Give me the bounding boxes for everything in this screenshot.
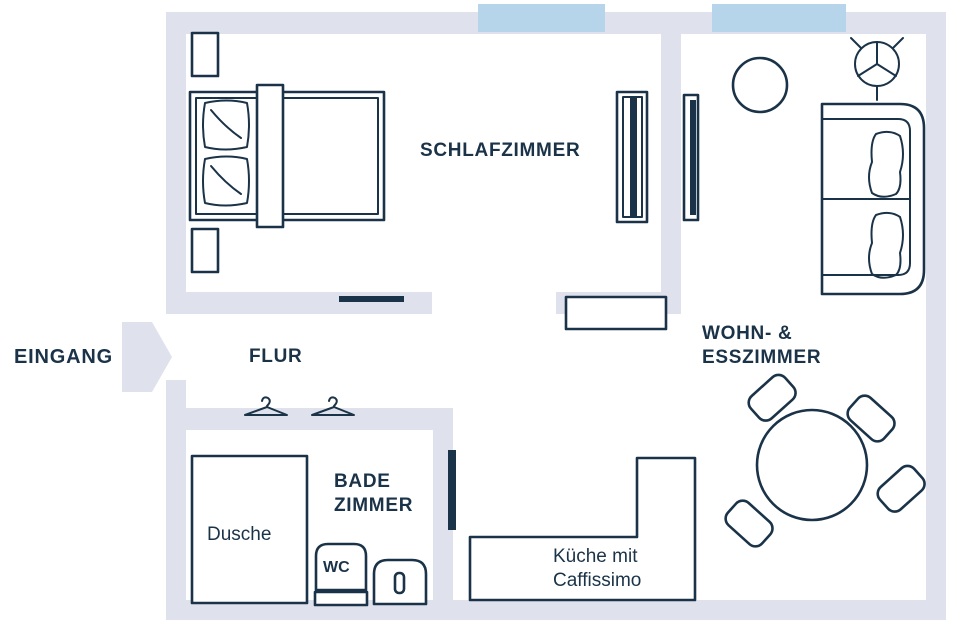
washbasin-faucet xyxy=(393,571,406,595)
bed-mattress xyxy=(195,97,379,215)
threshold-icon xyxy=(339,296,404,302)
nightstand-icon-top xyxy=(190,31,220,78)
coat-hanger-2-hook xyxy=(328,396,338,407)
wall-left-upper xyxy=(166,12,186,314)
fixture-label-shower: Dusche xyxy=(207,524,271,545)
round-dining-table-icon xyxy=(755,408,869,522)
nightstand-icon-bottom xyxy=(190,227,220,274)
washbasin-icon xyxy=(372,558,428,606)
chair-icon-top-right xyxy=(846,394,896,443)
bed-pillow-top xyxy=(202,99,250,151)
coat-hanger-icon-1 xyxy=(244,396,288,416)
shower-icon xyxy=(190,454,309,605)
window-bedroom xyxy=(478,4,605,32)
coat-hanger-1-bar xyxy=(244,406,288,416)
wall-hallway-south-left xyxy=(166,408,443,430)
door-panel-icon xyxy=(448,450,456,530)
floor-lamp-spokes xyxy=(857,41,897,77)
bed-pillow-top-crease xyxy=(210,109,242,139)
room-label-bathroom-line1: BADE xyxy=(334,471,391,492)
floor-lamp-rays xyxy=(850,37,904,101)
entrance-arrow-icon xyxy=(122,322,172,392)
wall-right xyxy=(926,12,946,620)
round-side-table-icon xyxy=(731,56,789,114)
room-label-hallway: FLUR xyxy=(249,346,302,367)
wardrobe-right-door xyxy=(690,100,696,215)
sofa-cushion-bottom xyxy=(868,211,904,279)
chair-icon-bottom-right xyxy=(876,464,926,513)
chair-icon-top-left xyxy=(747,373,797,422)
bed-pillow-bottom xyxy=(202,155,250,207)
toilet-bowl xyxy=(314,542,368,592)
bed-pillow-bottom-crease xyxy=(210,165,242,195)
kitchen-counter-icon xyxy=(468,456,697,602)
wall-bathroom-east-lower xyxy=(433,533,453,620)
wardrobe-left-inner xyxy=(622,96,643,218)
entrance-label: EINGANG xyxy=(14,346,113,368)
chair-icon-bottom-left xyxy=(724,499,774,548)
window-livingdining xyxy=(712,4,846,32)
coat-hanger-icon-2 xyxy=(311,396,355,416)
coat-hanger-1-hook xyxy=(261,396,271,407)
sofa-seat-outline xyxy=(821,118,911,276)
sideboard-icon xyxy=(564,295,668,331)
fixture-label-kitchen-line1: Küche mit xyxy=(553,546,638,567)
bed-icon xyxy=(188,83,386,229)
sofa-cushion-top xyxy=(868,130,904,198)
room-label-livingdining-line1: WOHN- & xyxy=(702,323,792,344)
fixture-label-toilet: WC xyxy=(323,559,350,576)
floor-lamp-icon xyxy=(850,37,904,101)
wall-bedroom-living-divider xyxy=(661,12,681,312)
bed-blanket-fold xyxy=(255,83,285,229)
windows-group xyxy=(478,4,846,32)
room-label-bathroom-line2: ZIMMER xyxy=(334,495,413,516)
wardrobe-icon-right xyxy=(682,93,700,222)
room-label-livingdining-line2: ESSZIMMER xyxy=(702,347,821,368)
toilet-cistern xyxy=(313,590,369,607)
toilet-icon xyxy=(313,542,369,607)
wardrobe-left-door xyxy=(630,97,637,217)
dining-set-group xyxy=(724,373,926,548)
coat-hanger-2-bar xyxy=(311,406,355,416)
sofa-icon xyxy=(820,102,926,296)
wall-left-lower xyxy=(166,380,186,620)
room-label-bedroom: SCHLAFZIMMER xyxy=(420,140,580,161)
fixture-label-kitchen-line2: Caffissimo xyxy=(553,570,641,591)
wall-bedroom-south-left xyxy=(166,292,432,314)
wardrobe-icon-left xyxy=(615,90,649,224)
